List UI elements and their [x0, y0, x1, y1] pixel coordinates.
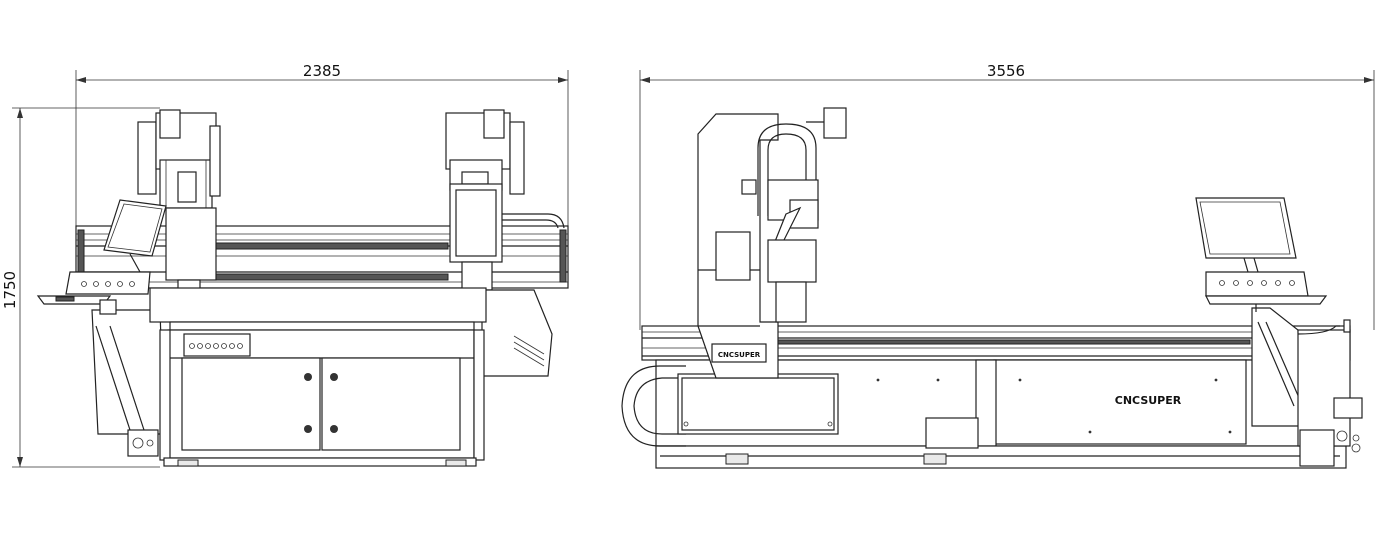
front-height-dimension: 1750: [1, 271, 19, 309]
front-width-dimension: 2385: [303, 62, 341, 80]
side-view: CNCSUPER: [621, 107, 1363, 469]
cabinet-brand-label: CNCSUPER: [1115, 394, 1182, 407]
gantry-brand-label: CNCSUPER: [718, 351, 761, 359]
front-view: [36, 109, 569, 467]
dimension-lines: [12, 70, 1375, 468]
side-length-dimension: 3556: [987, 62, 1025, 80]
